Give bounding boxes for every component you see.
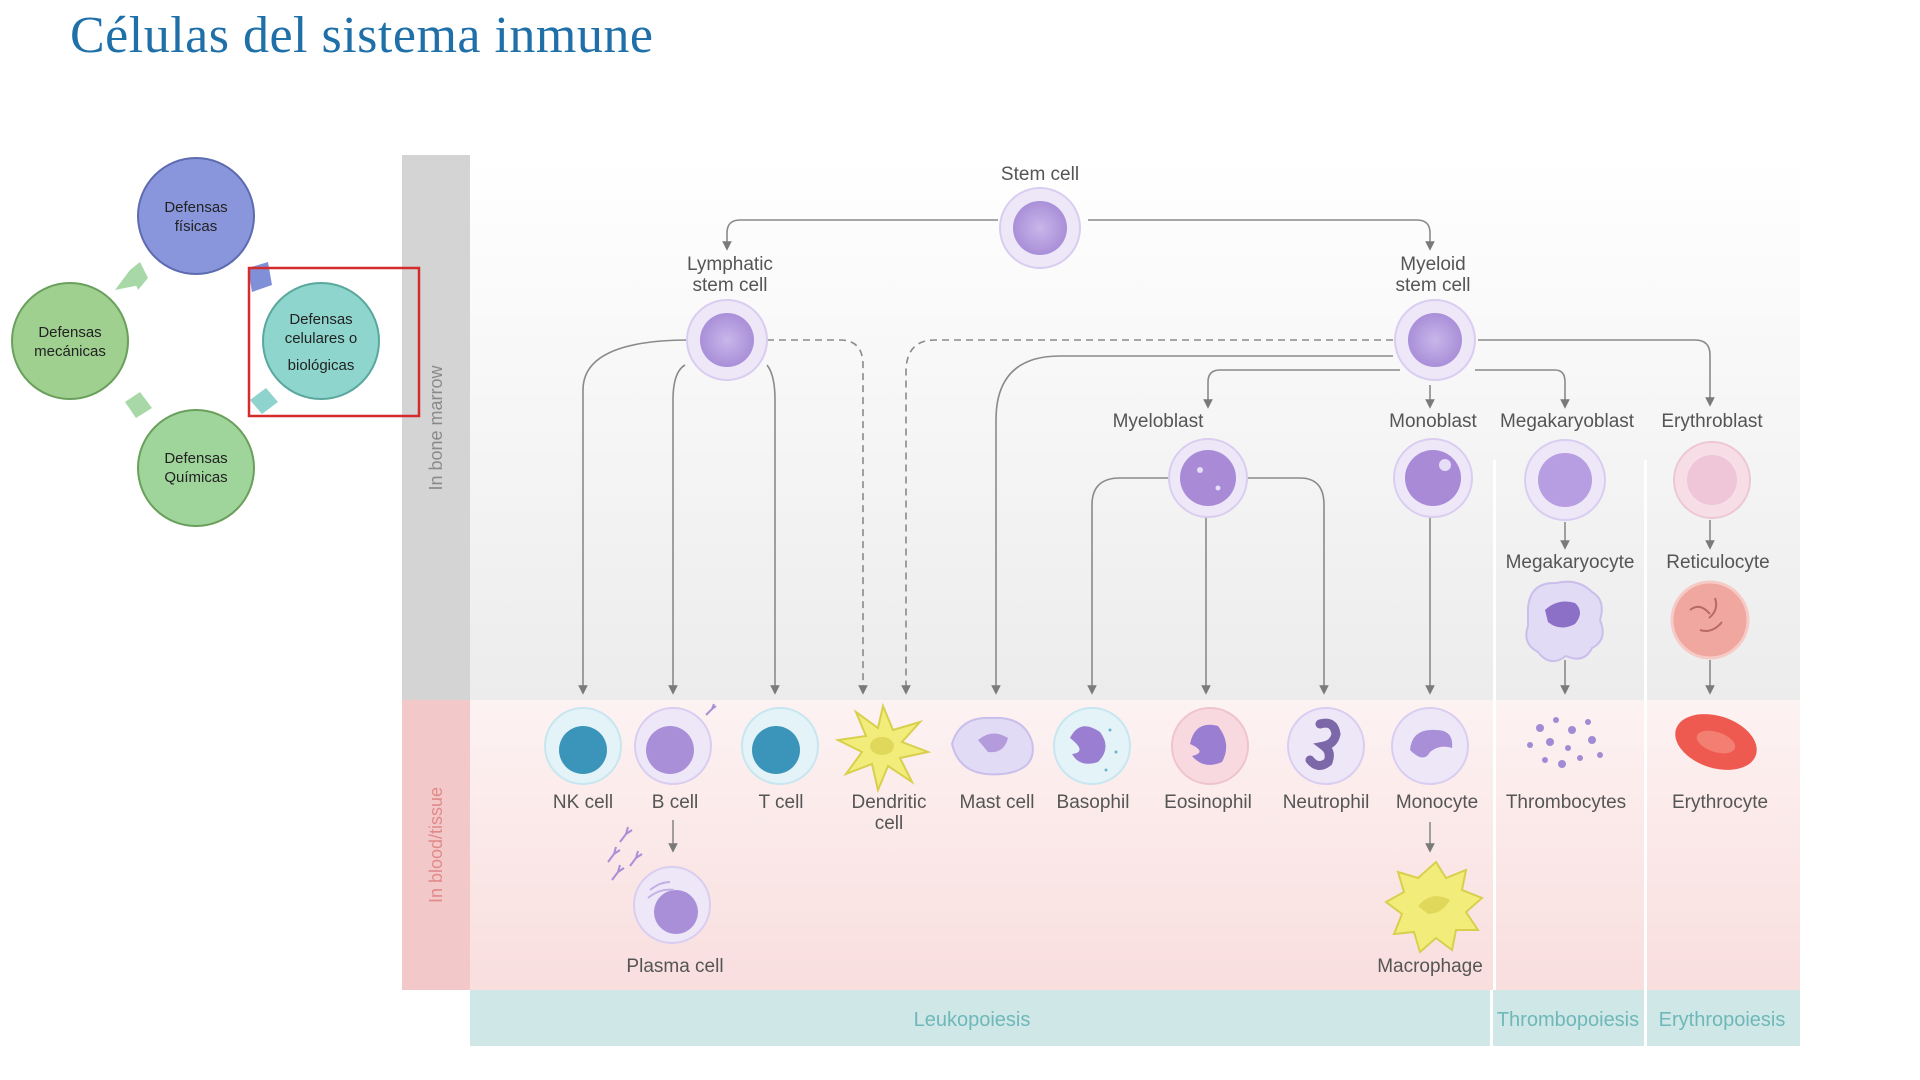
plasma-cell-label: Plasma cell <box>626 956 723 977</box>
monoblast-cell <box>1393 438 1473 518</box>
neutrophil-label: Neutrophil <box>1283 792 1370 813</box>
thrombocytes-cells <box>1527 717 1603 768</box>
erythroblast-cell <box>1673 441 1751 519</box>
macrophage-label: Macrophage <box>1377 956 1483 977</box>
dendritic-cell <box>834 702 932 794</box>
cycle-arrows <box>115 262 278 418</box>
mast-cell-label: Mast cell <box>960 792 1035 813</box>
plasma-cell <box>633 866 711 944</box>
mecanicas-line-1: Defensas <box>38 324 101 341</box>
eosinophil-label: Eosinophil <box>1164 792 1252 813</box>
dendritic-label-2: cell <box>875 813 904 834</box>
erythrocyte-cell <box>1675 714 1757 770</box>
thrombocytes-label: Thrombocytes <box>1506 792 1626 813</box>
celulares-line-3: biológicas <box>288 357 355 374</box>
thrombopoiesis-band <box>1493 990 1644 1046</box>
monoblast-label: Monoblast <box>1389 411 1477 432</box>
megakaryocyte-label: Megakaryocyte <box>1506 552 1635 573</box>
basophil-label: Basophil <box>1057 792 1130 813</box>
thrombopoiesis-label: Thrombopoiesis <box>1497 1009 1639 1031</box>
b-cell-label: B cell <box>652 792 698 813</box>
stem-cell <box>999 187 1081 269</box>
celulares-line-1: Defensas <box>289 311 352 328</box>
lymphatic-label-2: stem cell <box>693 275 768 296</box>
erythropoiesis-label: Erythropoiesis <box>1659 1009 1786 1031</box>
antibody-icons <box>607 826 643 881</box>
macrophage-cell <box>1384 860 1484 954</box>
quimicas-line-2: Químicas <box>164 469 227 486</box>
megakaryoblast-label: Megakaryoblast <box>1500 411 1635 432</box>
fisicas-line-2: físicas <box>175 218 218 235</box>
blood-tissue-label: In blood/tissue <box>426 787 446 903</box>
defensas-celulares-node: Defensas celulares o biológicas <box>262 282 380 400</box>
bone-marrow-sidebar <box>402 155 470 700</box>
bone-marrow-label: In bone marrow <box>426 364 446 490</box>
basophil-cell <box>1053 707 1131 785</box>
defensas-quimicas-node: Defensas Químicas <box>137 409 255 527</box>
neutrophil-cell <box>1287 707 1365 785</box>
myeloblast-label: Myeloblast <box>1113 411 1205 432</box>
monocyte-cell <box>1391 707 1469 785</box>
myeloid-label-1: Myeloid <box>1400 254 1465 275</box>
dendritic-label-1: Dendritic <box>852 792 927 813</box>
erythroblast-label: Erythroblast <box>1661 411 1763 432</box>
myeloblast-cell <box>1168 438 1248 518</box>
celulares-line-2: celulares o <box>285 330 358 347</box>
defensas-mecanicas-node: Defensas mecánicas <box>11 282 129 400</box>
highlight-box <box>247 266 421 418</box>
monocyte-label: Monocyte <box>1396 792 1478 813</box>
reticulocyte-label: Reticulocyte <box>1666 552 1770 573</box>
myeloid-label-2: stem cell <box>1396 275 1471 296</box>
megakaryocyte-cell <box>1525 580 1604 663</box>
page-title: Células del sistema inmune <box>70 7 654 64</box>
erythrocyte-label: Erythrocyte <box>1672 792 1768 813</box>
blood-tissue-sidebar <box>402 700 470 990</box>
megakaryoblast-cell <box>1524 439 1606 521</box>
mecanicas-line-2: mecánicas <box>34 343 106 360</box>
nk-cell-label: NK cell <box>553 792 613 813</box>
eosinophil-cell <box>1171 707 1249 785</box>
myeloid-stem-cell <box>1394 299 1476 381</box>
nk-cell <box>544 707 622 785</box>
t-cell-label: T cell <box>758 792 803 813</box>
quimicas-line-1: Defensas <box>164 450 227 467</box>
reticulocyte-cell <box>1670 580 1750 660</box>
stem-cell-label: Stem cell <box>1001 164 1079 185</box>
mast-cell <box>950 716 1034 776</box>
t-cell <box>741 707 819 785</box>
lymphatic-label-1: Lymphatic <box>687 254 773 275</box>
leukopoiesis-label: Leukopoiesis <box>914 1009 1031 1031</box>
b-cell <box>634 703 717 785</box>
erythropoiesis-band <box>1647 990 1800 1046</box>
leukopoiesis-band <box>470 990 1490 1046</box>
lymphatic-stem-cell <box>686 299 768 381</box>
fisicas-line-1: Defensas <box>164 199 227 216</box>
defensas-fisicas-node: Defensas físicas <box>137 157 255 275</box>
